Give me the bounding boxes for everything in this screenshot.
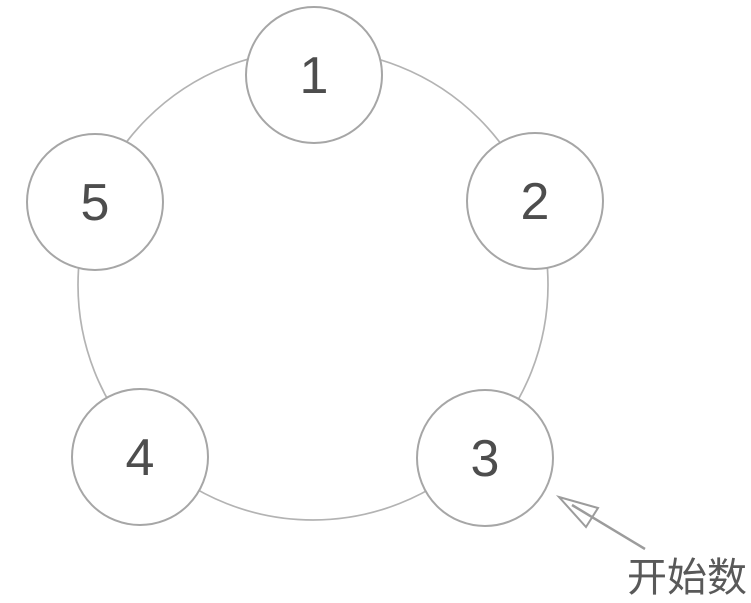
node-label-5: 5 [81, 174, 110, 232]
node-2: 2 [466, 132, 604, 270]
node-label-1: 1 [300, 47, 329, 105]
node-5: 5 [26, 133, 164, 271]
node-1: 1 [245, 6, 383, 144]
arrow-head-icon [555, 495, 600, 529]
node-circle-4 [71, 388, 209, 526]
node-circle-2 [466, 132, 604, 270]
node-label-4: 4 [126, 429, 155, 487]
node-label-3: 3 [471, 430, 500, 488]
node-3: 3 [416, 389, 554, 527]
start-arrow [555, 495, 646, 551]
node-4: 4 [71, 388, 209, 526]
annotation-label: 开始数 [627, 556, 747, 600]
node-circle-5 [26, 133, 164, 271]
arrow-shaft [571, 503, 646, 551]
node-circle-3 [416, 389, 554, 527]
node-label-2: 2 [521, 173, 550, 231]
node-circle-1 [245, 6, 383, 144]
